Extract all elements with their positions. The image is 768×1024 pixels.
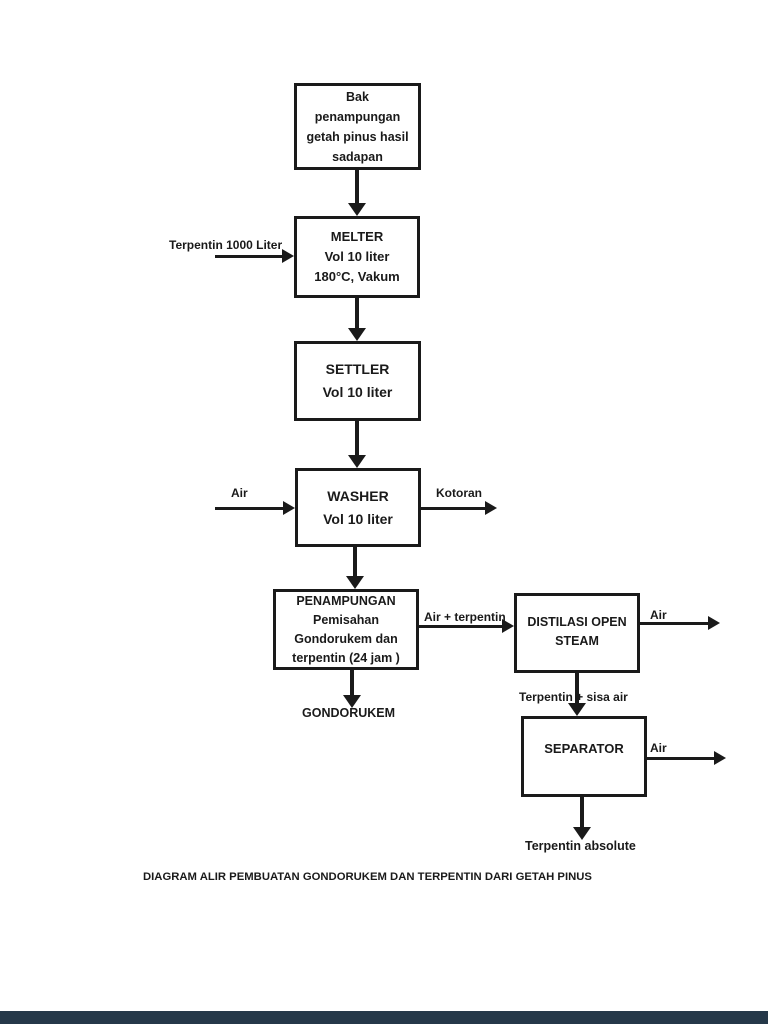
- arrow-air-in: [215, 507, 284, 510]
- node-bak-penampungan: Bak penampungan getah pinus hasil sadapa…: [294, 83, 421, 170]
- label-gondorukem: GONDORUKEM: [302, 706, 396, 720]
- node-distilasi-line: DISTILASI OPEN: [527, 615, 627, 629]
- arrow-washer-to-penampungan: [353, 547, 357, 576]
- label-air-out-separator: Air: [650, 741, 667, 755]
- node-washer: WASHER Vol 10 liter: [295, 468, 421, 547]
- arrow-penampungan-to-gondorukem: [350, 670, 354, 695]
- arrow-bak-to-melter: [355, 170, 359, 203]
- node-melter: MELTER Vol 10 liter 180°C, Vakum: [294, 216, 420, 298]
- arrow-terpentin-input: [215, 255, 283, 258]
- node-bak-line: getah pinus hasil: [306, 129, 409, 144]
- node-penampungan-line: Pemisahan: [312, 612, 379, 627]
- arrowhead-bak-to-melter: [348, 203, 366, 216]
- node-penampungan-line: terpentin (24 jam ): [292, 650, 400, 665]
- label-terpentin-absolute: Terpentin absolute: [525, 839, 636, 853]
- arrowhead-washer-to-penampungan: [346, 576, 364, 589]
- arrowhead-air-out-separator: [714, 751, 726, 765]
- arrowhead-terpentin-input: [282, 249, 294, 263]
- arrow-melter-to-settler: [355, 298, 359, 328]
- arrow-separator-to-terpentin-absolute: [580, 797, 584, 827]
- arrowhead-separator-to-terpentin-absolute: [573, 827, 591, 840]
- arrow-settler-to-washer: [355, 421, 359, 455]
- node-penampungan-line: Gondorukem dan: [294, 631, 398, 646]
- label-air-out-distilasi: Air: [650, 608, 667, 622]
- arrow-kotoran-out: [421, 507, 486, 510]
- arrow-distilasi-to-separator: [575, 673, 579, 703]
- arrowhead-penampungan-to-gondorukem: [343, 695, 361, 708]
- node-bak-line: sadapan: [332, 149, 383, 164]
- node-washer-line: Vol 10 liter: [323, 510, 393, 527]
- label-terpentin-input: Terpentin 1000 Liter: [169, 238, 283, 252]
- node-melter-line: 180°C, Vakum: [314, 269, 400, 284]
- node-washer-line: WASHER: [327, 487, 389, 504]
- arrowhead-penampungan-to-distilasi: [502, 619, 514, 633]
- label-air-in: Air: [231, 486, 248, 500]
- arrow-air-out-distilasi: [640, 622, 709, 625]
- node-melter-line: Vol 10 liter: [324, 249, 390, 264]
- arrow-air-out-separator: [647, 757, 715, 760]
- node-bak-line: Bak: [346, 89, 369, 104]
- node-bak-line: penampungan: [314, 109, 401, 124]
- arrowhead-air-in: [283, 501, 295, 515]
- arrowhead-melter-to-settler: [348, 328, 366, 341]
- node-melter-line: MELTER: [330, 229, 384, 244]
- node-distilasi-line: STEAM: [555, 634, 599, 648]
- node-settler-line: Vol 10 liter: [322, 384, 393, 400]
- label-air-terpentin: Air + terpentin: [424, 610, 506, 624]
- diagram-caption: DIAGRAM ALIR PEMBUATAN GONDORUKEM DAN TE…: [143, 871, 592, 883]
- node-penampungan: PENAMPUNGAN Pemisahan Gondorukem dan ter…: [273, 589, 419, 670]
- label-kotoran: Kotoran: [436, 486, 482, 500]
- node-separator: SEPARATOR: [521, 716, 647, 797]
- arrowhead-air-out-distilasi: [708, 616, 720, 630]
- node-settler-line: SETTLER: [325, 361, 390, 377]
- viewer-footer-bar: [0, 1011, 768, 1024]
- arrowhead-settler-to-washer: [348, 455, 366, 468]
- node-separator-line: SEPARATOR: [544, 741, 624, 756]
- arrow-penampungan-to-distilasi: [419, 625, 503, 628]
- arrowhead-distilasi-to-separator: [568, 703, 586, 716]
- node-penampungan-line: PENAMPUNGAN: [296, 593, 396, 608]
- node-settler: SETTLER Vol 10 liter: [294, 341, 421, 421]
- label-terpentin-sisa-air: Terpentin + sisa air: [519, 690, 628, 704]
- node-distilasi-open-steam: DISTILASI OPEN STEAM: [514, 593, 640, 673]
- arrowhead-kotoran-out: [485, 501, 497, 515]
